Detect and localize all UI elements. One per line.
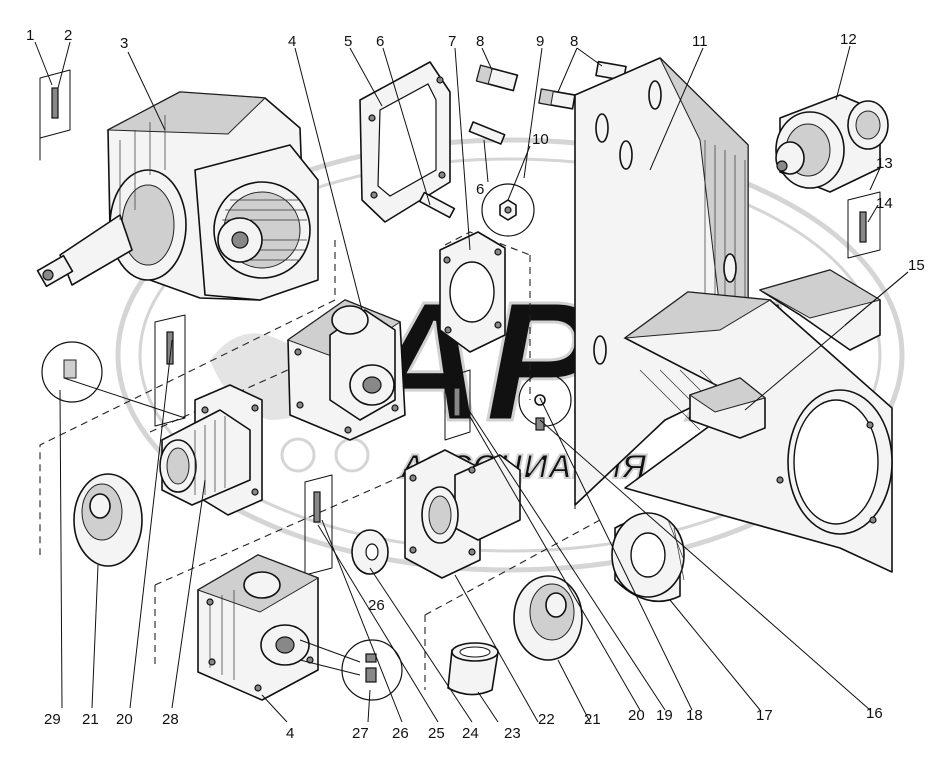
callout-21-left: 21 <box>82 711 99 728</box>
callout-19: 19 <box>656 707 673 724</box>
detail-circle-nut <box>481 183 535 237</box>
ring <box>447 642 499 696</box>
callout-22: 22 <box>538 711 555 728</box>
gearbox-housing <box>36 91 319 301</box>
callout-4-upper: 4 <box>288 33 296 50</box>
detail-circle-plug-29 <box>41 341 103 403</box>
callout-20-left: 20 <box>116 711 133 728</box>
callout-10: 10 <box>532 131 549 148</box>
boot-left <box>73 473 143 567</box>
callout-4-lower: 4 <box>286 725 294 742</box>
callout-8-right: 8 <box>570 33 578 50</box>
leader-lines <box>34 41 909 723</box>
callout-20-right: 20 <box>628 707 645 724</box>
callout-16: 16 <box>866 705 883 722</box>
hub-flange <box>404 449 521 579</box>
callout-14: 14 <box>876 195 893 212</box>
callout-13: 13 <box>876 155 893 172</box>
callout-21-right: 21 <box>584 711 601 728</box>
callout-29: 29 <box>44 711 61 728</box>
callout-26-lower: 26 <box>392 725 409 742</box>
keys <box>688 269 882 439</box>
callout-7: 7 <box>448 33 456 50</box>
callout-15: 15 <box>908 257 925 274</box>
thick-ring <box>611 512 685 603</box>
callout-6-upper: 6 <box>376 33 384 50</box>
callout-25: 25 <box>428 725 445 742</box>
bolt-box-25 <box>304 474 333 576</box>
callout-12: 12 <box>840 31 857 48</box>
callout-24: 24 <box>462 725 479 742</box>
callout-1: 1 <box>26 27 34 44</box>
boot-right <box>513 575 583 661</box>
callout-27: 27 <box>352 725 369 742</box>
callout-6-lower: 6 <box>476 181 484 198</box>
callout-17: 17 <box>756 707 773 724</box>
callout-9: 9 <box>536 33 544 50</box>
universal-joint-lower <box>196 554 320 701</box>
universal-joint-upper <box>286 299 406 441</box>
bolt-box-18 <box>444 369 471 441</box>
callout-2: 2 <box>64 27 72 44</box>
washer <box>351 529 389 575</box>
callout-18: 18 <box>686 707 703 724</box>
splined-flange <box>159 384 263 516</box>
callout-23: 23 <box>504 725 521 742</box>
flange-plate <box>439 231 506 353</box>
callout-8-left: 8 <box>476 33 484 50</box>
bolt-box-1-2 <box>39 69 71 161</box>
callout-26-upper: 26 <box>368 597 385 614</box>
callout-labels: 1 2 3 4 5 6 7 8 9 8 11 12 10 6 13 14 15 … <box>26 27 925 742</box>
bolt-box-13-14 <box>847 191 881 259</box>
callout-3: 3 <box>120 35 128 52</box>
gasket <box>359 61 451 223</box>
callout-11: 11 <box>692 33 708 50</box>
hydraulic-pump <box>775 94 889 193</box>
callout-5: 5 <box>344 33 352 50</box>
callout-28: 28 <box>162 711 179 728</box>
